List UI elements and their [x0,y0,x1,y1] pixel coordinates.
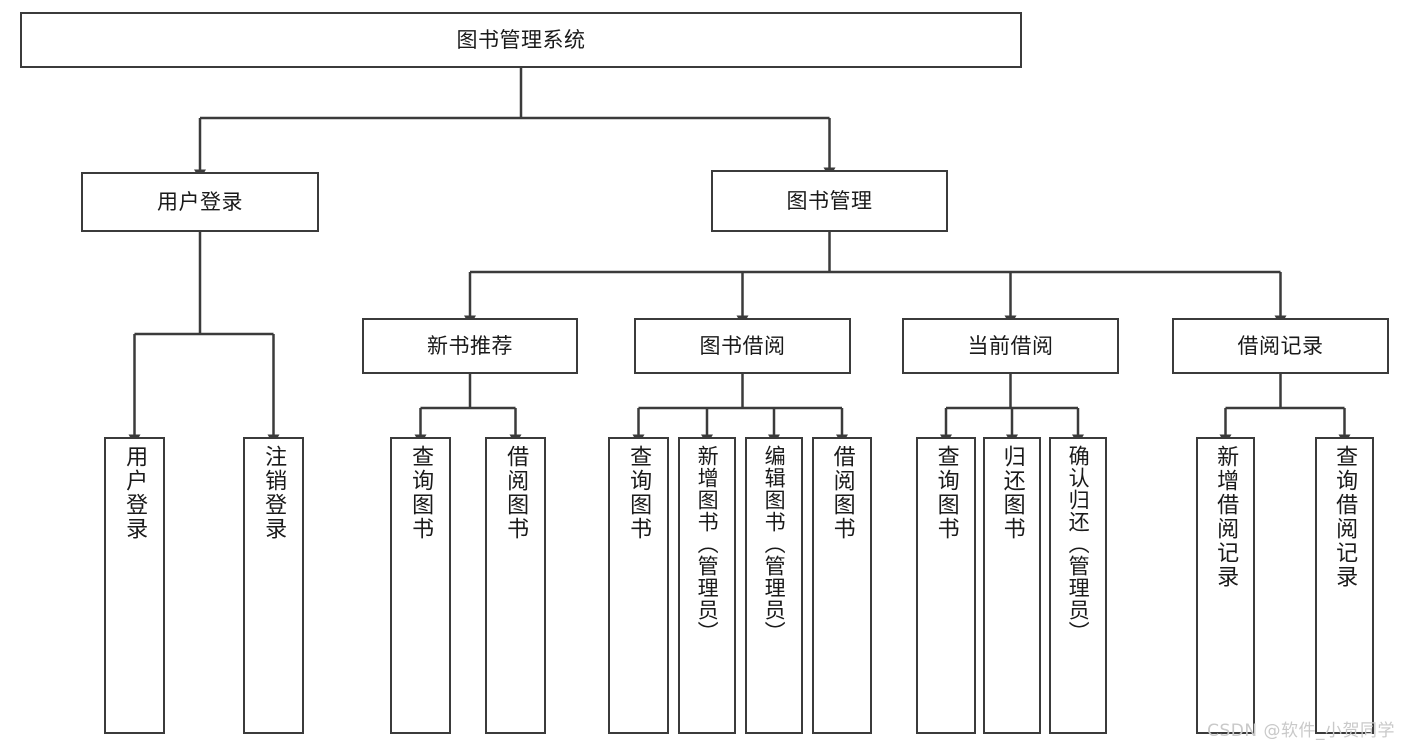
node-leaf-br-add[interactable]: 新增借阅记录 [1196,437,1255,734]
node-label: 用户登录 [122,445,148,541]
node-leaf-bb-query[interactable]: 查询图书 [608,437,669,734]
node-label: 借阅记录 [1237,333,1324,358]
node-label: 当前借阅 [967,333,1054,358]
node-leaf-cb-query[interactable]: 查询图书 [916,437,976,734]
node-leaf-logout[interactable]: 注销登录 [243,437,304,734]
node-leaf-nb-query[interactable]: 查询图书 [390,437,451,734]
node-label: 注销登录 [261,445,287,541]
node-label: 借阅图书 [829,445,855,541]
edge-group [128,68,1351,445]
node-leaf-bb-borrow[interactable]: 借阅图书 [812,437,872,734]
node-label: 新书推荐 [427,333,513,358]
node-user-login[interactable]: 用户登录 [81,172,319,232]
node-book-borrow[interactable]: 图书借阅 [634,318,851,374]
node-label: 图书管理系统 [456,27,586,52]
node-label: 新增借阅记录 [1213,445,1239,589]
node-new-book-rec[interactable]: 新书推荐 [362,318,578,374]
node-label: 借阅图书 [503,445,529,541]
node-book-manage[interactable]: 图书管理 [711,170,948,232]
node-leaf-cb-return[interactable]: 归还图书 [983,437,1041,734]
node-leaf-bb-edit[interactable]: 编辑图书（管理员） [745,437,803,734]
node-label: 查询图书 [933,445,959,541]
node-root[interactable]: 图书管理系统 [20,12,1022,68]
node-leaf-br-query[interactable]: 查询借阅记录 [1315,437,1374,734]
node-label: 用户登录 [157,189,243,214]
node-label: 查询图书 [408,445,434,541]
node-label: 查询借阅记录 [1332,445,1358,589]
node-label: 图书借阅 [699,333,786,358]
node-label: 确认归还（管理员） [1066,445,1091,643]
node-leaf-bb-add[interactable]: 新增图书（管理员） [678,437,736,734]
node-label: 新增图书（管理员） [695,445,720,643]
node-leaf-user-login[interactable]: 用户登录 [104,437,165,734]
node-borrow-record[interactable]: 借阅记录 [1172,318,1389,374]
node-label: 归还图书 [999,445,1025,541]
node-leaf-nb-borrow[interactable]: 借阅图书 [485,437,546,734]
node-label: 查询图书 [626,445,652,541]
node-leaf-cb-confirm[interactable]: 确认归还（管理员） [1049,437,1107,734]
watermark-text: CSDN @软件_小贺同学 [1207,721,1395,741]
node-current-borrow[interactable]: 当前借阅 [902,318,1119,374]
node-label: 编辑图书（管理员） [762,445,787,643]
node-label: 图书管理 [786,188,873,213]
